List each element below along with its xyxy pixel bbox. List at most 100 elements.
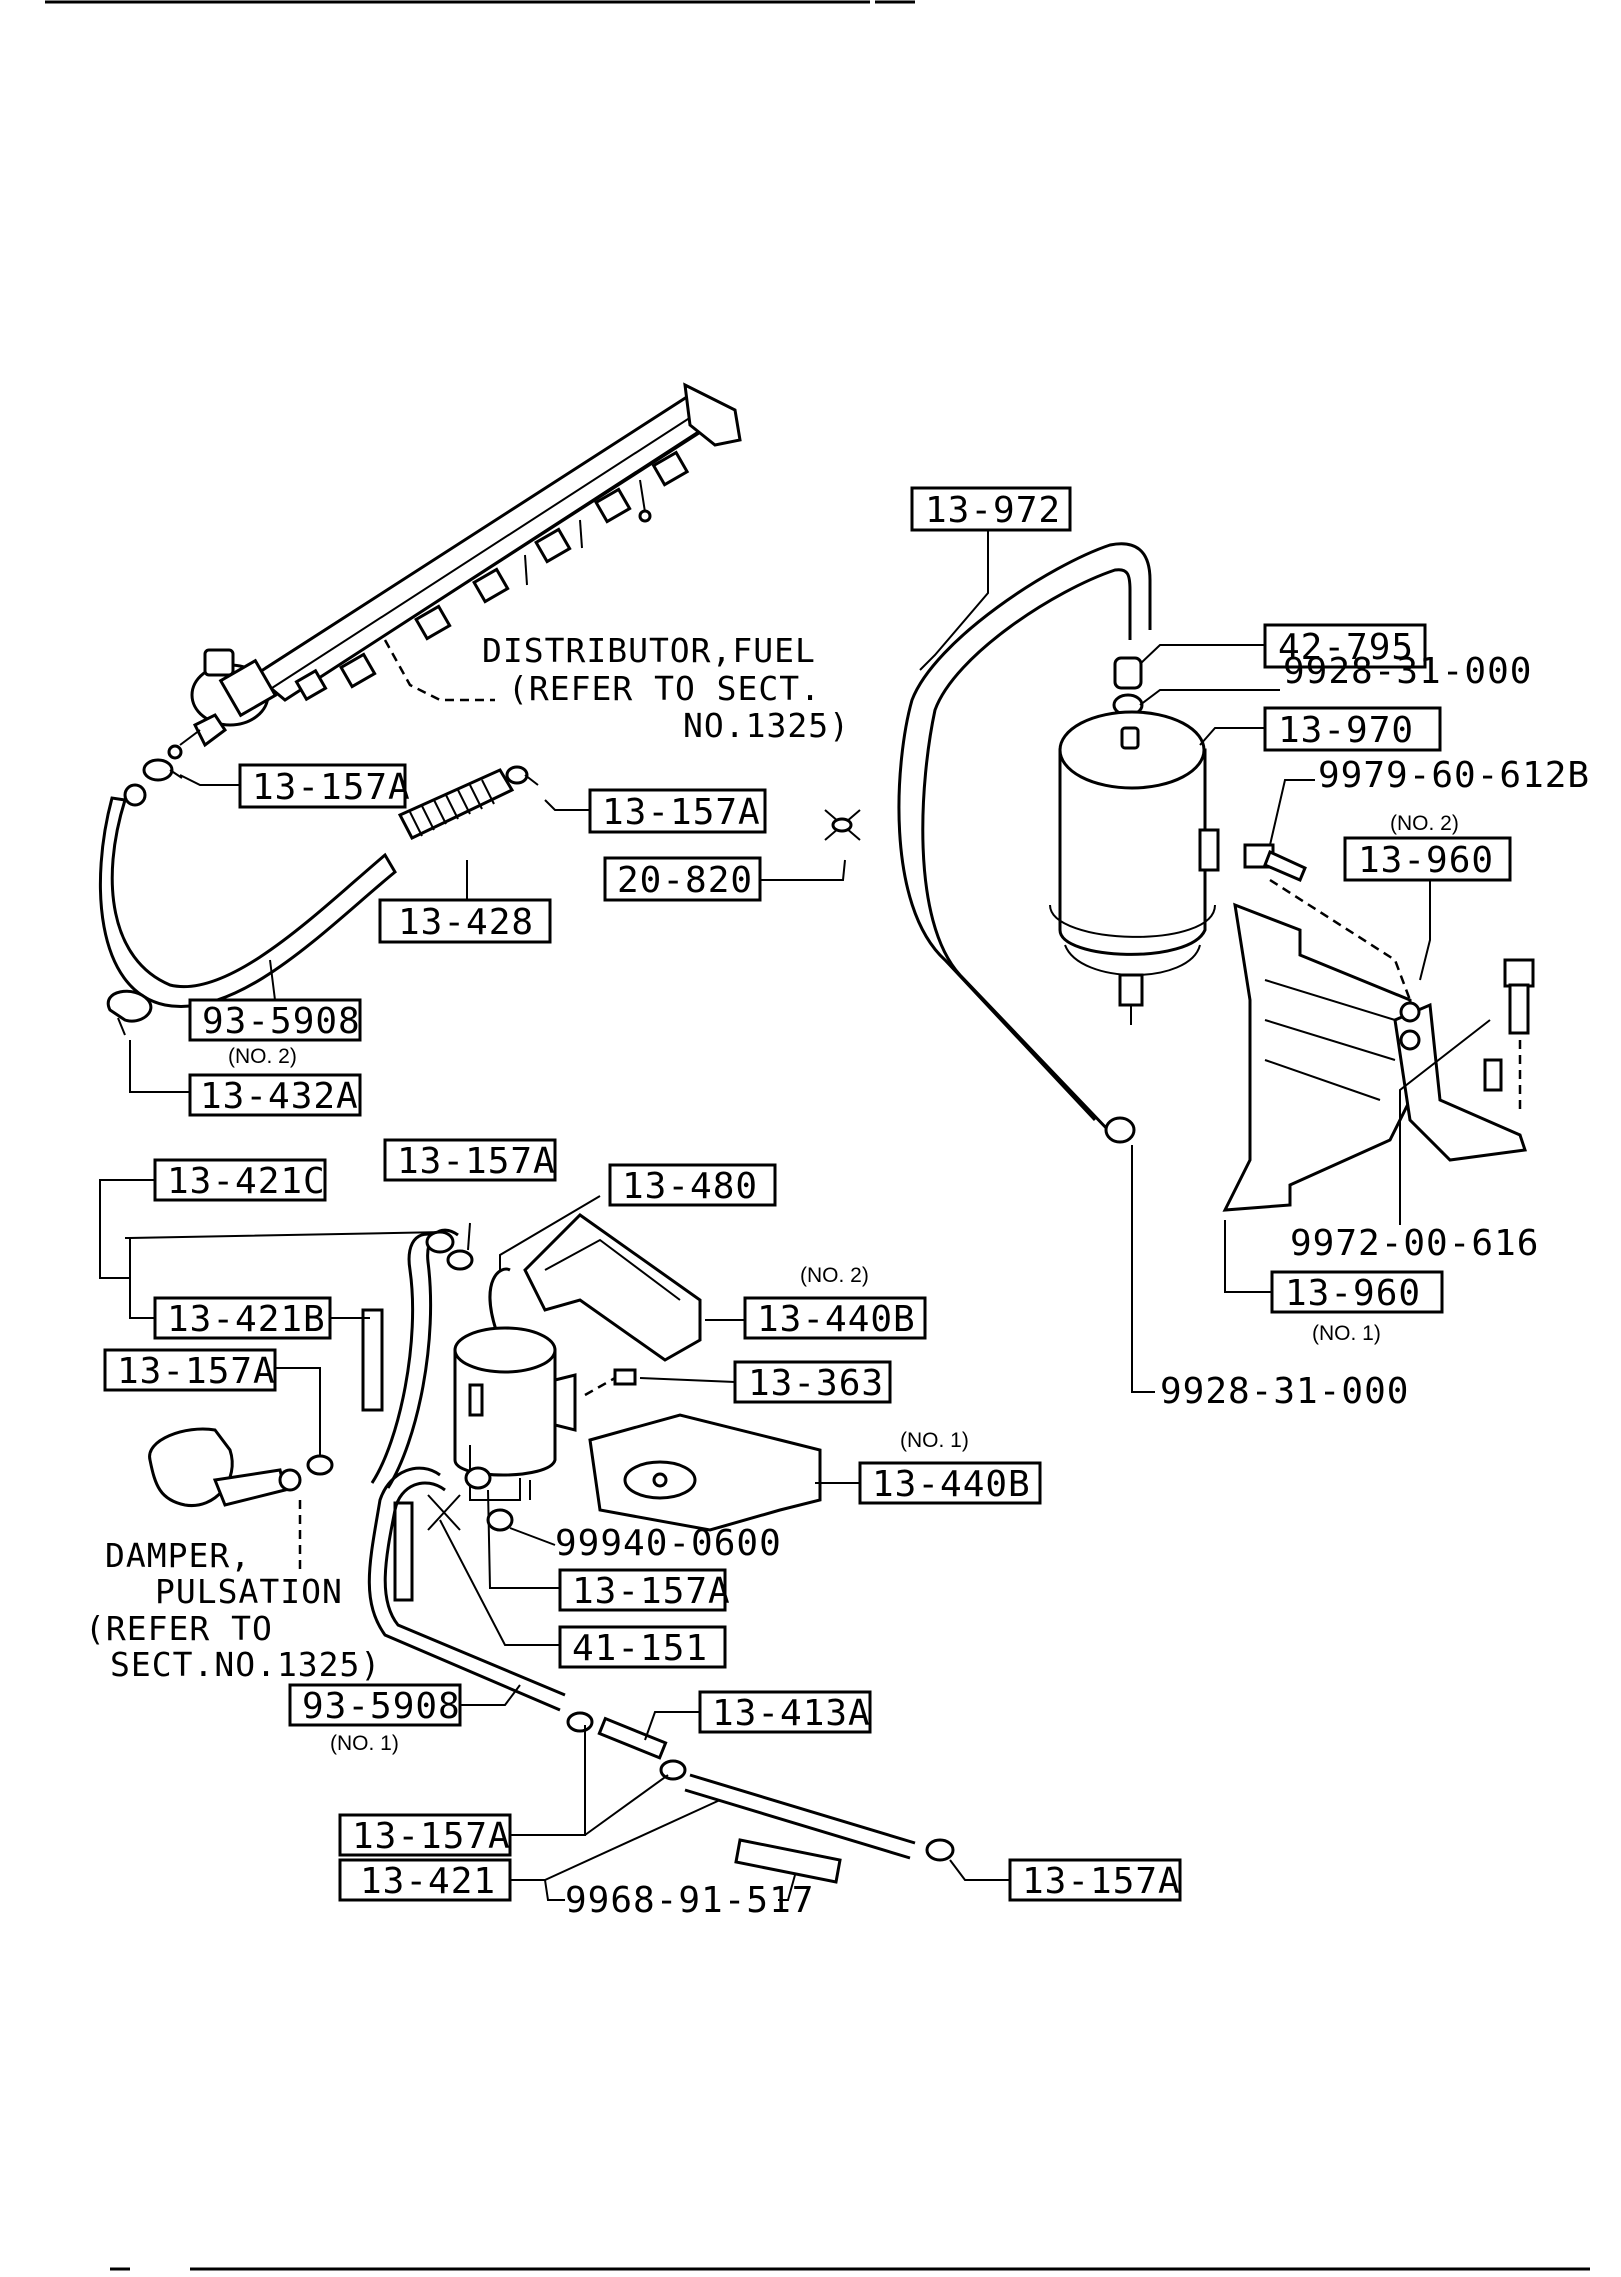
callout-13-157a-1[interactable]: 13-157A [238, 763, 411, 809]
clamp-13-157a-upper-left [142, 758, 183, 782]
callout-13-421b-text: 13-421B [167, 1299, 326, 1340]
distributor-fuel-note: DISTRIBUTOR,FUEL (REFER TO SECT. NO.1325… [482, 631, 850, 745]
callout-13-960-no1[interactable]: 13-960 [1270, 1270, 1444, 1314]
hose-93-5908-no1-drawing [367, 1466, 566, 1712]
callout-13-440b-no1-note: (NO. 1) [900, 1429, 969, 1452]
callout-13-972-text: 13-972 [925, 490, 1061, 531]
callout-99940-0600[interactable]: 99940-0600 [555, 1523, 782, 1564]
damper-note-line2: PULSATION [155, 1572, 343, 1611]
damper-note-line3: (REFER TO [85, 1609, 273, 1648]
hose-93-5908-no2-drawing [98, 796, 397, 1009]
callout-13-960-no1-note: (NO. 1) [1312, 1322, 1381, 1345]
callout-13-157a-5[interactable]: 13-157A [558, 1568, 731, 1612]
fuel-filter-13-970-drawing [1049, 656, 1220, 1025]
callout-13-440b-no1[interactable]: 13-440B [858, 1461, 1042, 1505]
callout-13-480-text: 13-480 [622, 1166, 758, 1207]
callout-13-960-no1-text: 13-960 [1285, 1273, 1421, 1314]
callout-13-157a-3[interactable]: 13-157A [383, 1138, 557, 1182]
callout-42-795-text: 42-795 [1278, 627, 1414, 668]
clip-20-820-drawing [824, 809, 861, 841]
valve-13-363-drawing [584, 1368, 637, 1397]
callout-13-970-text: 13-970 [1278, 710, 1414, 751]
distributor-note-line1: DISTRIBUTOR,FUEL [482, 631, 816, 670]
callout-13-960-no2-text: 13-960 [1358, 840, 1494, 881]
callout-13-440b-no1-text: 13-440B [872, 1464, 1031, 1505]
callout-13-972[interactable]: 13-972 [910, 486, 1072, 532]
callout-41-151-text: 41-151 [572, 1628, 708, 1669]
callout-13-157a-5-text: 13-157A [572, 1571, 731, 1612]
distributor-note-line2: (REFER TO SECT. [508, 669, 821, 708]
callout-13-440b-no2-note: (NO. 2) [800, 1264, 869, 1287]
callout-93-5908-no2[interactable]: 93-5908 [188, 998, 362, 1042]
callout-13-421-text: 13-421 [360, 1861, 496, 1902]
damper-note-line1: DAMPER, [105, 1536, 251, 1575]
callout-13-157a-7-text: 13-157A [1022, 1861, 1181, 1902]
callout-9968-91-517[interactable]: 9968-91-517 [565, 1880, 814, 1921]
callout-13-157a-6-text: 13-157A [352, 1816, 511, 1857]
callout-13-970[interactable]: 13-970 [1263, 706, 1442, 752]
damper-pulsation-drawing [148, 1427, 302, 1575]
corrugated-sleeve-9968-91-517-left [361, 1308, 384, 1412]
callout-93-5908-no1-text: 93-5908 [302, 1686, 461, 1727]
callout-13-960-no2-note: (NO. 2) [1390, 812, 1459, 835]
distributor-note-line3: NO.1325) [683, 706, 850, 745]
callout-93-5908-no2-note: (NO. 2) [228, 1045, 297, 1068]
callout-13-157a-7[interactable]: 13-157A [1008, 1858, 1182, 1902]
callout-13-157a-2[interactable]: 13-157A [588, 788, 767, 834]
callout-9928-31-000-bottom[interactable]: 9928-31-000 [1160, 1371, 1409, 1412]
callout-13-432a[interactable]: 13-432A [188, 1073, 362, 1117]
callout-13-421b[interactable]: 13-421B [153, 1296, 332, 1340]
callout-13-363[interactable]: 13-363 [733, 1360, 892, 1404]
hose-13-421-drawing [684, 1773, 916, 1860]
callout-13-440b-no2[interactable]: 13-440B [743, 1296, 927, 1340]
callout-13-480[interactable]: 13-480 [608, 1163, 777, 1207]
callout-13-157a-3-text: 13-157A [397, 1141, 556, 1182]
clamp-13-157a-bottom-1-drawing [566, 1711, 594, 1733]
callout-9972-00-616[interactable]: 9972-00-616 [1290, 1223, 1539, 1264]
callout-13-421c-text: 13-421C [167, 1161, 326, 1202]
callout-9928-31-000-top[interactable]: 9928-31-000 [1283, 651, 1532, 692]
hose-end [123, 783, 147, 807]
nut-99940-0600-drawing [486, 1508, 514, 1532]
callout-13-421c[interactable]: 13-421C [153, 1158, 327, 1202]
callout-93-5908-no1[interactable]: 93-5908 [288, 1683, 462, 1727]
callout-9979-60-612b[interactable]: 9979-60-612B [1318, 755, 1590, 796]
clip-41-151-drawing [427, 1494, 461, 1531]
callout-42-795[interactable]: 42-795 [1263, 623, 1427, 669]
clip-13-432a-drawing [106, 989, 153, 1036]
damper-note-line4: SECT.NO.1325) [110, 1645, 381, 1684]
callout-13-363-text: 13-363 [748, 1363, 884, 1404]
callout-13-413a[interactable]: 13-413A [698, 1690, 872, 1734]
damper-pulsation-note: DAMPER, PULSATION (REFER TO SECT.NO.1325… [85, 1536, 381, 1684]
corrugated-hose-13-428-drawing [397, 765, 539, 840]
callout-13-157a-6[interactable]: 13-157A [338, 1813, 512, 1857]
leader-lines [99, 520, 1491, 1901]
callout-13-960-no2[interactable]: 13-960 [1343, 836, 1512, 882]
bolt-9979-60-612b-drawing [1243, 843, 1307, 882]
callout-20-820-text: 20-820 [617, 860, 753, 901]
callout-93-5908-no2-text: 93-5908 [202, 1001, 361, 1042]
callout-20-820[interactable]: 20-820 [603, 856, 762, 902]
clamp-13-157a-center-drawing [446, 1249, 474, 1271]
callout-13-157a-1-text: 13-157A [252, 767, 411, 808]
joint-13-413a-drawing [597, 1716, 668, 1760]
hose-13-421b-drawing [370, 1228, 459, 1489]
corrugated-sleeve-9968-91-517-drawing [734, 1838, 842, 1884]
callout-13-157a-2-text: 13-157A [602, 792, 761, 833]
hose-13-972-drawing [897, 542, 1152, 1144]
callout-13-421[interactable]: 13-421 [338, 1858, 512, 1902]
callout-13-428[interactable]: 13-428 [378, 898, 552, 944]
callout-13-440b-no2-text: 13-440B [757, 1299, 916, 1340]
bracket-13-960-drawing [1222, 878, 1527, 1212]
callout-41-151[interactable]: 41-151 [558, 1625, 727, 1669]
resonance-chamber-13-480-drawing [453, 1267, 577, 1501]
callout-13-157a-4-text: 13-157A [117, 1351, 276, 1392]
clamp-13-157a-lower-drawing [464, 1466, 492, 1490]
callout-13-157a-4[interactable]: 13-157A [103, 1348, 277, 1392]
bracket-13-440b-no1-drawing [588, 1413, 822, 1532]
fuel-distributor-drawing [167, 382, 742, 760]
callout-13-413a-text: 13-413A [712, 1693, 871, 1734]
clamp-13-157a-right-end-drawing [925, 1838, 955, 1862]
bracket-13-440b-no2-drawing [523, 1213, 702, 1362]
